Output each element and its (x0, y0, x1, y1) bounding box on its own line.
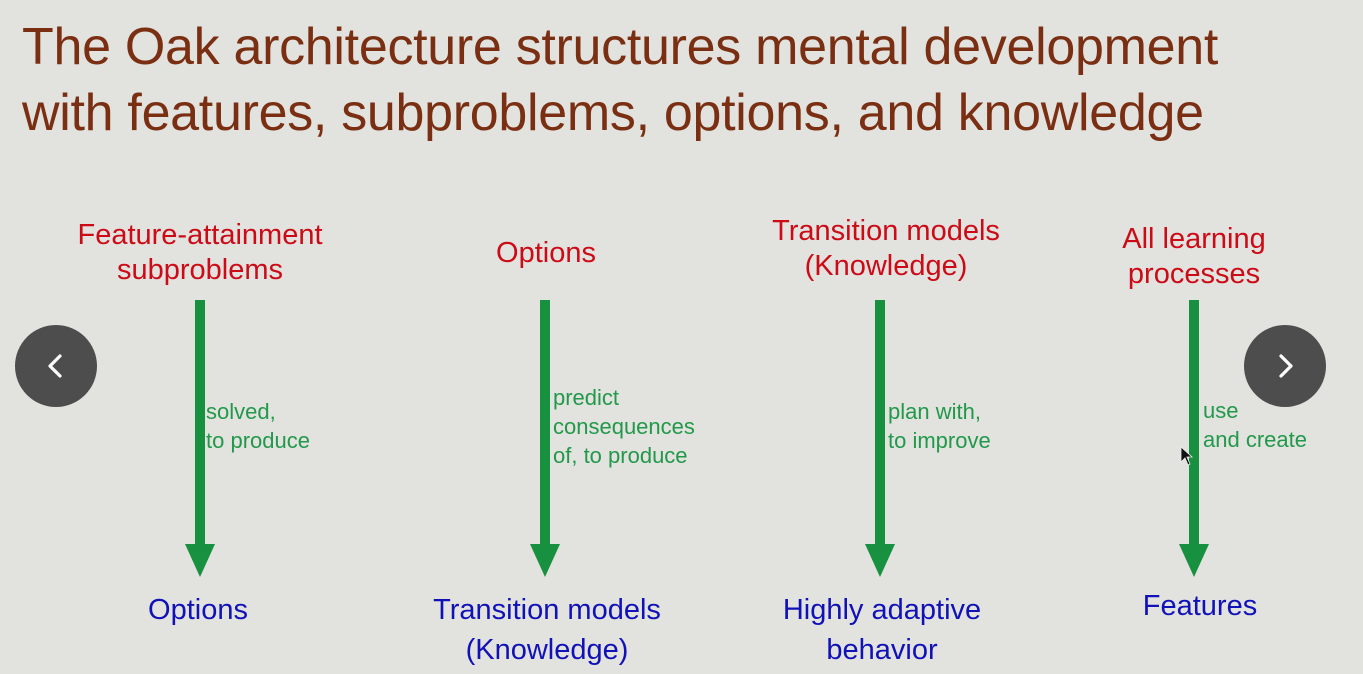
column-1-result-line-1: Options (148, 594, 248, 626)
column-2-source-line-1: Options (496, 237, 596, 269)
column-4-source-line-1: All learning (1122, 223, 1266, 255)
column-1-arrow (185, 300, 215, 577)
column-3-source-line-1: Transition models (772, 215, 1000, 247)
column-4-relation: use and create (1203, 396, 1307, 454)
column-3-source: Transition models (Knowledge) (772, 214, 1000, 284)
previous-slide-button[interactable] (15, 325, 97, 407)
slide-title-line-1: The Oak architecture structures mental d… (22, 18, 1219, 76)
column-4-source-line-2: processes (1127, 258, 1261, 290)
column-3-relation-line-2: to improve (888, 428, 991, 453)
column-3-relation-line-1: plan with, (888, 399, 981, 424)
column-1-relation-line-2: to produce (206, 428, 310, 453)
slide-title: The Oak architecture structures mental d… (22, 14, 1352, 146)
column-2-relation-line-1: predict (553, 385, 620, 410)
column-4-relation-line-1: use (1203, 398, 1239, 423)
column-2-relation: predict consequences of, to produce (553, 383, 695, 470)
chevron-left-icon (48, 354, 62, 378)
column-3-result-line-1: Highly adaptive (782, 594, 982, 626)
column-3-result-line-2: behavior (826, 634, 938, 666)
column-3-result: Highly adaptive behavior (783, 590, 981, 670)
column-4-result: Features (1143, 586, 1257, 626)
column-2-relation-line-3: of, to produce (553, 443, 688, 468)
column-4-relation-line-2: and create (1203, 427, 1307, 452)
column-2-arrow (530, 300, 560, 577)
column-1-result: Options (148, 590, 248, 630)
column-1-source: Feature-attainment subproblems (77, 218, 322, 288)
column-2-relation-line-2: consequences (553, 414, 695, 439)
column-1-relation-line-1: solved, (206, 399, 276, 424)
column-3-source-line-2: (Knowledge) (804, 250, 968, 282)
chevron-right-icon (1279, 354, 1293, 378)
column-1-source-line-2: subproblems (116, 254, 284, 286)
column-4-source: All learning processes (1122, 222, 1265, 292)
column-4-result-line-1: Features (1142, 590, 1258, 622)
column-2-result: Transition models (Knowledge) (433, 590, 661, 670)
mouse-cursor-icon (1180, 446, 1194, 466)
next-slide-button[interactable] (1244, 325, 1326, 407)
column-2-result-line-2: (Knowledge) (465, 634, 629, 666)
slide-title-line-2: with features, subproblems, options, and… (22, 84, 1204, 142)
column-3-relation: plan with, to improve (888, 397, 991, 455)
column-3-arrow (865, 300, 895, 577)
column-4-arrow (1179, 300, 1209, 577)
column-2-result-line-1: Transition models (433, 594, 661, 626)
column-2-source: Options (496, 236, 596, 271)
column-1-relation: solved, to produce (206, 397, 310, 455)
column-1-source-line-1: Feature-attainment (77, 219, 323, 251)
